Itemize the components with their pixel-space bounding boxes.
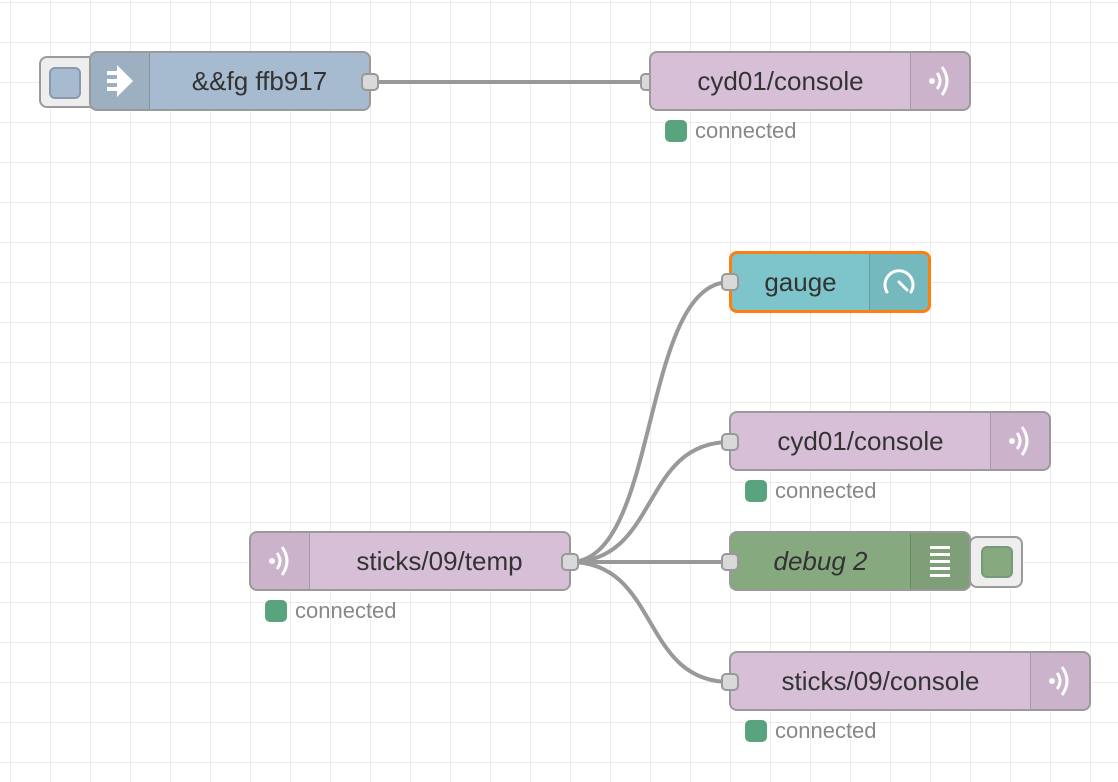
status-badge: connected bbox=[665, 118, 797, 144]
status-text: connected bbox=[695, 118, 797, 143]
inject-button-square[interactable] bbox=[49, 67, 81, 99]
wifi-icon bbox=[910, 53, 969, 109]
debug-input-port[interactable] bbox=[721, 553, 739, 571]
status-connected-icon bbox=[665, 120, 687, 142]
status-badge: connected bbox=[745, 718, 877, 744]
wifi-icon bbox=[251, 533, 310, 589]
mqtt-out-node-cyd01-console-mid[interactable]: cyd01/console bbox=[729, 411, 1051, 471]
cyd01-console-mid-input-port[interactable] bbox=[721, 433, 739, 451]
gauge-node[interactable]: gauge bbox=[729, 251, 931, 313]
gauge-icon bbox=[869, 254, 928, 310]
inject-node-label: &&fg ffb917 bbox=[191, 65, 328, 96]
debug-node[interactable]: debug 2 bbox=[729, 531, 971, 591]
status-text: connected bbox=[775, 478, 877, 503]
status-connected-icon bbox=[265, 600, 287, 622]
status-badge: connected bbox=[265, 598, 397, 624]
gauge-node-label: gauge bbox=[764, 266, 837, 297]
debug-toggle-square[interactable] bbox=[981, 546, 1013, 578]
wifi-icon bbox=[990, 413, 1049, 469]
mqtt-out-node-cyd01-console-top[interactable]: cyd01/console bbox=[649, 51, 971, 111]
mqtt-out-node-label: sticks/09/console bbox=[781, 665, 980, 696]
list-icon bbox=[910, 533, 969, 589]
gauge-input-port[interactable] bbox=[721, 273, 739, 291]
wire-temp-to-cyd01-console[interactable] bbox=[569, 440, 731, 564]
inject-node[interactable]: &&fg ffb917 bbox=[89, 51, 371, 111]
mqtt-out-node-sticks-09-console[interactable]: sticks/09/console bbox=[729, 651, 1091, 711]
wifi-icon bbox=[1030, 653, 1089, 709]
inject-button[interactable] bbox=[39, 56, 99, 108]
debug-node-label: debug 2 bbox=[773, 545, 868, 576]
arrow-right-icon bbox=[91, 53, 150, 109]
mqtt-in-node-sticks-09-temp[interactable]: sticks/09/temp bbox=[249, 531, 571, 591]
mqtt-out-node-label: cyd01/console bbox=[777, 425, 944, 456]
sticks-console-input-port[interactable] bbox=[721, 673, 739, 691]
sticks-temp-output-port[interactable] bbox=[561, 553, 579, 571]
wire-temp-to-gauge[interactable] bbox=[569, 280, 731, 564]
status-text: connected bbox=[775, 718, 877, 743]
status-text: connected bbox=[295, 598, 397, 623]
status-connected-icon bbox=[745, 720, 767, 742]
mqtt-out-node-label: cyd01/console bbox=[697, 65, 864, 96]
status-badge: connected bbox=[745, 478, 877, 504]
inject-output-port[interactable] bbox=[361, 73, 379, 91]
mqtt-in-node-label: sticks/09/temp bbox=[356, 545, 523, 576]
status-connected-icon bbox=[745, 480, 767, 502]
debug-toggle-button[interactable] bbox=[969, 536, 1023, 588]
wire-temp-to-sticks-console[interactable] bbox=[569, 560, 731, 684]
